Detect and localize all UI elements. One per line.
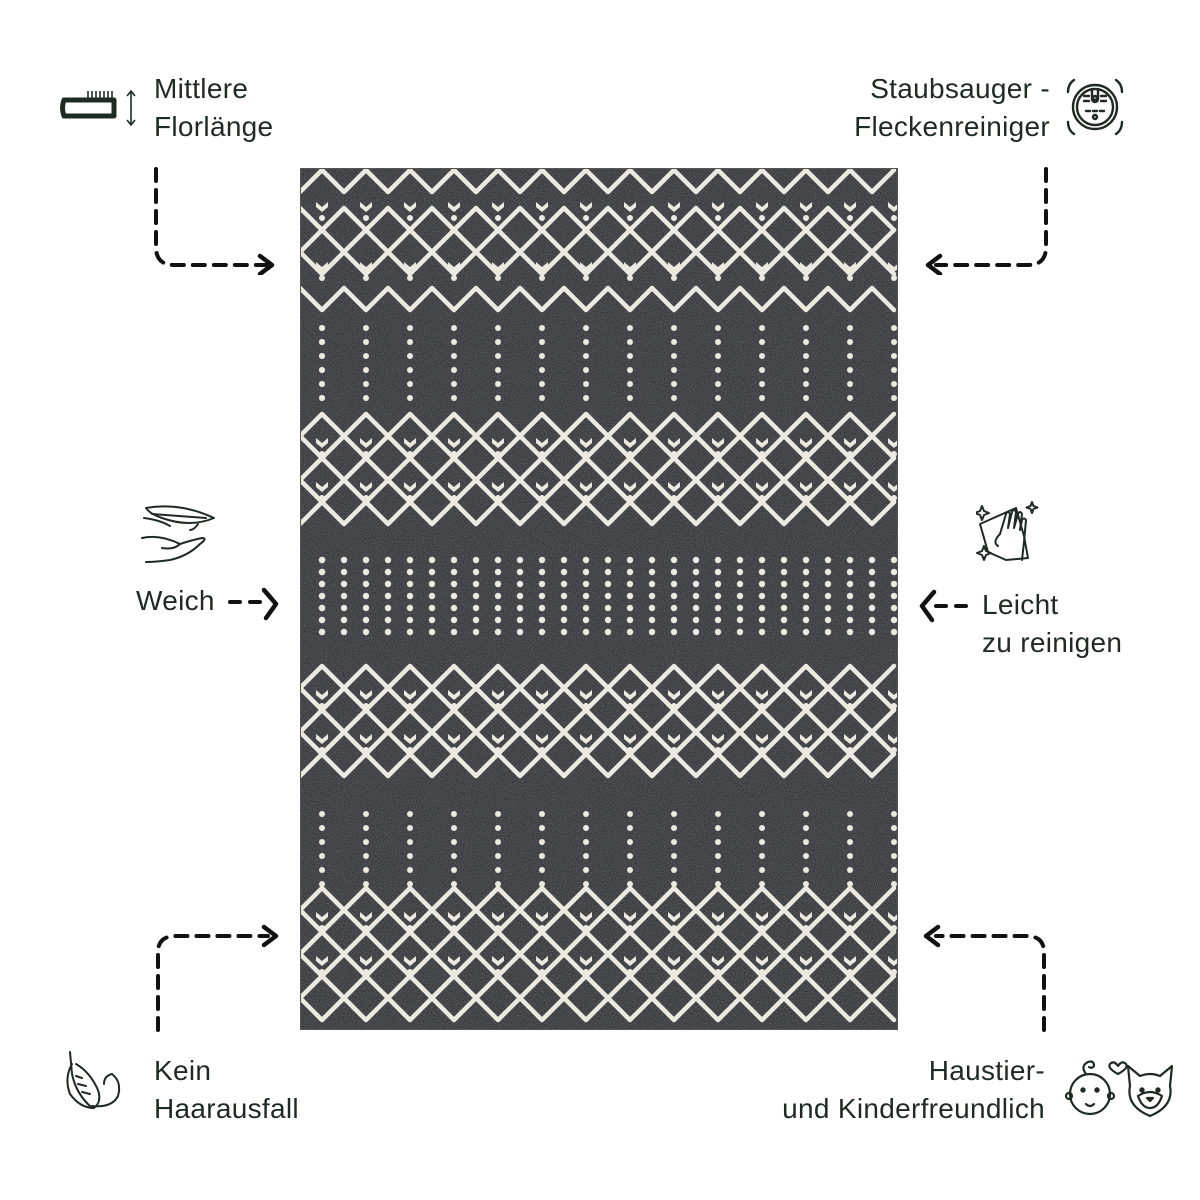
- label-line: Fleckenreiniger: [854, 111, 1050, 142]
- label-line: Haarausfall: [154, 1093, 299, 1124]
- label-line: zu reinigen: [982, 627, 1123, 658]
- feather-hand-icon: [141, 505, 215, 563]
- cleaning-hand-icon: [976, 501, 1039, 561]
- dashed-arrow-top-right: [925, 167, 1048, 275]
- robot-vacuum-icon: [1066, 78, 1124, 136]
- baby-dog-icon: [1064, 1060, 1174, 1118]
- pile-height-label: Mittlere Florlänge: [154, 70, 273, 146]
- label-line: Leicht: [982, 589, 1059, 620]
- brush-pile-icon: [60, 89, 136, 127]
- rug-image: [300, 168, 898, 1030]
- dashed-arrow-top-left: [154, 167, 275, 275]
- feather-icon: [66, 1051, 121, 1109]
- label-line: Florlänge: [154, 111, 274, 142]
- label-line: Haustier-: [928, 1055, 1045, 1086]
- label-line: Weich: [136, 585, 215, 616]
- dashed-arrow-right-middle: [919, 589, 968, 623]
- label-line: Kein: [154, 1055, 212, 1086]
- pet-kid-friendly-label: Haustier- und Kinderfreundlich: [782, 1052, 1045, 1128]
- label-line: Mittlere: [154, 73, 249, 104]
- easy-clean-label: Leicht zu reinigen: [982, 586, 1122, 662]
- label-line: Staubsauger -: [870, 73, 1050, 104]
- dashed-arrow-left-middle: [228, 587, 279, 621]
- soft-label: Weich: [136, 582, 215, 620]
- dashed-arrow-bottom-left: [156, 924, 279, 1032]
- dashed-arrow-bottom-right: [923, 924, 1046, 1032]
- vacuum-label: Staubsauger - Fleckenreiniger: [854, 70, 1050, 146]
- no-shedding-label: Kein Haarausfall: [154, 1052, 299, 1128]
- label-line: und Kinderfreundlich: [782, 1093, 1045, 1124]
